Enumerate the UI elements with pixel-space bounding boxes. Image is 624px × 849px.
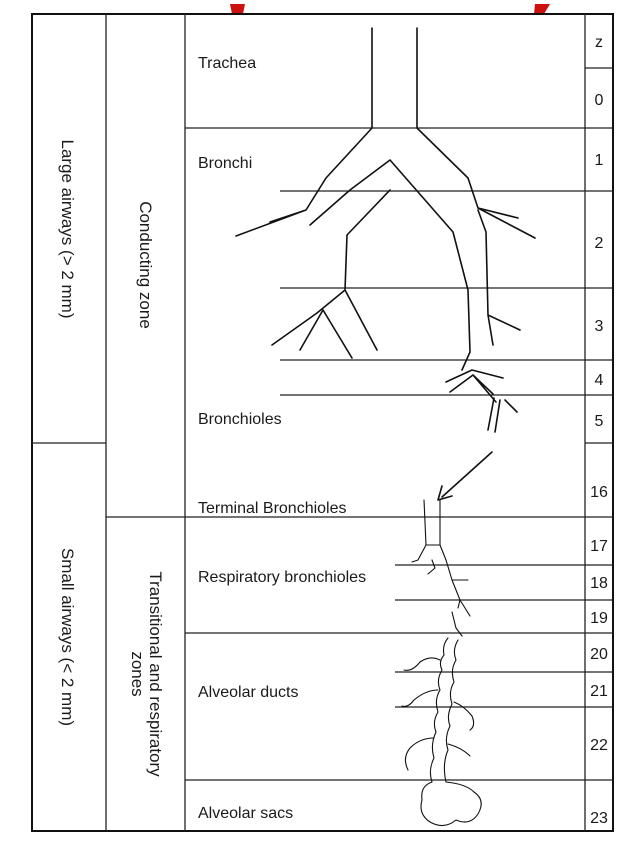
gen-22: 22 <box>590 737 608 754</box>
trachea-left-branch <box>236 28 372 236</box>
gen-0: 0 <box>595 92 604 109</box>
gen-17: 17 <box>590 538 608 555</box>
arrow-head <box>438 486 452 500</box>
label-conducting-zone: Conducting zone <box>136 201 155 329</box>
label-alveolar-ducts: Alveolar ducts <box>198 684 299 701</box>
alveolar-duct-side-branches <box>402 658 474 770</box>
alveolar-sac <box>421 782 481 826</box>
gen-1: 1 <box>595 152 604 169</box>
gen-header: z <box>595 34 603 51</box>
label-large-airways: Large airways (> 2 mm) <box>58 139 77 318</box>
bronchus-right-lower <box>478 210 520 345</box>
gen-21: 21 <box>590 683 608 700</box>
label-small-airways: Small airways (< 2 mm) <box>58 548 77 726</box>
label-bronchioles: Bronchioles <box>198 411 282 428</box>
alveolar-duct-main <box>430 638 458 782</box>
label-respiratory-bronchioles: Respiratory bronchioles <box>198 569 366 586</box>
gen-23: 23 <box>590 810 608 827</box>
trachea-right-branch <box>417 28 535 238</box>
gen-16: 16 <box>590 484 608 501</box>
bronchus-left-fork <box>300 310 352 358</box>
gen-5: 5 <box>595 413 604 430</box>
label-trachea: Trachea <box>198 55 256 72</box>
bronchiole-cluster <box>446 370 503 402</box>
gen-20: 20 <box>590 646 608 663</box>
header-accent-left <box>230 4 245 14</box>
gen-2: 2 <box>595 235 604 252</box>
label-transitional-line2: zones <box>128 651 147 696</box>
gen-3: 3 <box>595 318 604 335</box>
diagram-frame <box>32 14 613 831</box>
header-accent-right <box>534 4 550 14</box>
arrow-shaft <box>442 452 492 497</box>
gen-4: 4 <box>595 372 604 389</box>
respiratory-bronchiole-branches <box>428 560 470 636</box>
bronchus-left-lower <box>272 190 390 350</box>
gen-19: 19 <box>590 610 608 627</box>
label-transitional-line1: Transitional and respiratory <box>146 571 165 777</box>
bronchiole-tips <box>488 398 517 432</box>
gen-18: 18 <box>590 575 608 592</box>
respiratory-bronchiole-main <box>412 500 446 562</box>
label-bronchi: Bronchi <box>198 155 252 172</box>
label-terminal-bronchioles: Terminal Bronchioles <box>198 500 347 517</box>
label-alveolar-sacs: Alveolar sacs <box>198 805 293 822</box>
